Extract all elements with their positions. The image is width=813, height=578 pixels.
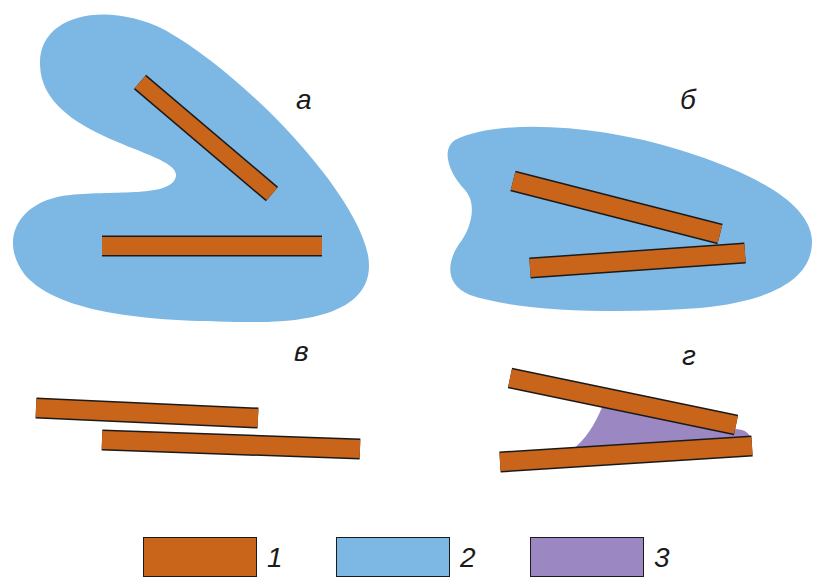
water-region [13,15,369,322]
legend-swatch [530,537,644,577]
legend-number: 2 [460,544,476,572]
legend-number: 3 [654,544,670,572]
particle [102,82,322,246]
legend-swatch [336,537,450,577]
legend-number: 1 [267,544,283,572]
panel-letter: б [680,86,696,114]
particle [36,408,360,449]
particle [513,181,745,268]
legend-swatch [143,537,257,577]
particle [500,378,752,462]
water-region [448,127,812,311]
panel-letter: а [296,86,312,114]
panel-letter: г [682,342,696,370]
panel-letter: в [294,338,309,366]
